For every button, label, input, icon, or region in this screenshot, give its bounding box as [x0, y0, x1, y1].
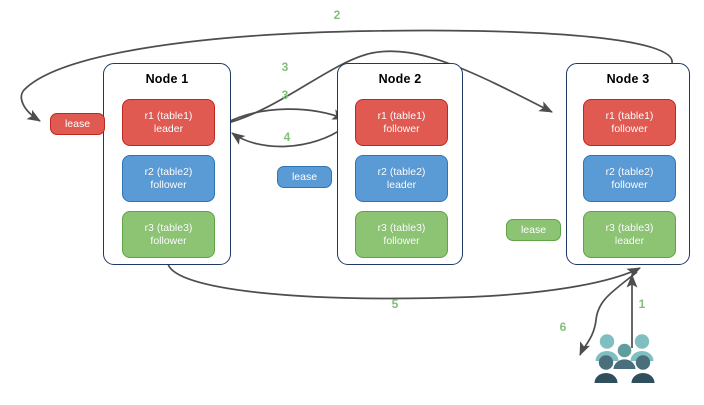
step-label-5: 5 — [391, 297, 399, 311]
replica-name: r1 (table1) — [144, 109, 193, 122]
replica-node1-r3[interactable]: r3 (table3) follower — [122, 211, 215, 258]
replica-name: r2 (table2) — [377, 165, 426, 178]
replica-name: r1 (table1) — [605, 109, 654, 122]
step-label-6: 6 — [559, 320, 567, 334]
replica-name: r1 (table1) — [377, 109, 426, 122]
replica-role: follower — [150, 178, 187, 191]
replica-node3-r1[interactable]: r1 (table1) follower — [583, 99, 676, 146]
replica-role: follower — [383, 234, 420, 247]
replica-role: leader — [153, 122, 184, 135]
replica-role: leader — [386, 178, 417, 191]
replica-node2-r1[interactable]: r1 (table1) follower — [355, 99, 448, 146]
replica-node2-r2[interactable]: r2 (table2) leader — [355, 155, 448, 202]
node-container-2: Node 2 r1 (table1) follower r2 (table2) … — [337, 63, 463, 265]
arrow-step-5 — [167, 263, 641, 300]
node-title-2: Node 2 — [378, 72, 422, 86]
replica-role: follower — [611, 122, 648, 135]
lease-badge-red[interactable]: lease — [50, 113, 105, 135]
lease-badge-blue[interactable]: lease — [277, 166, 332, 188]
replica-node2-r3[interactable]: r3 (table3) follower — [355, 211, 448, 258]
node-container-3: Node 3 r1 (table1) follower r2 (table2) … — [566, 63, 690, 265]
step-label-3-lower: 3 — [281, 88, 289, 102]
node-title-3: Node 3 — [606, 72, 650, 86]
arrow-step-3-lower — [223, 108, 346, 125]
lease-badge-green[interactable]: lease — [506, 219, 561, 241]
step-label-4: 4 — [283, 130, 291, 144]
replica-role: follower — [383, 122, 420, 135]
node-container-1: Node 1 r1 (table1) leader r2 (table2) fo… — [103, 63, 231, 265]
replica-node1-r1[interactable]: r1 (table1) leader — [122, 99, 215, 146]
replica-node1-r2[interactable]: r2 (table2) follower — [122, 155, 215, 202]
replica-role: follower — [611, 178, 648, 191]
node-title-1: Node 1 — [145, 72, 189, 86]
step-label-1: 1 — [638, 297, 646, 311]
replica-node3-r2[interactable]: r2 (table2) follower — [583, 155, 676, 202]
replica-name: r2 (table2) — [144, 165, 193, 178]
replica-name: r3 (table3) — [144, 221, 193, 234]
replica-name: r3 (table3) — [377, 221, 426, 234]
replica-name: r3 (table3) — [605, 221, 654, 234]
replica-node3-r3[interactable]: r3 (table3) leader — [583, 211, 676, 258]
users-group-icon — [594, 334, 655, 383]
step-label-3-upper: 3 — [281, 60, 289, 74]
replica-role: leader — [614, 234, 645, 247]
step-label-2: 2 — [333, 8, 341, 22]
replica-name: r2 (table2) — [605, 165, 654, 178]
replica-role: follower — [150, 234, 187, 247]
